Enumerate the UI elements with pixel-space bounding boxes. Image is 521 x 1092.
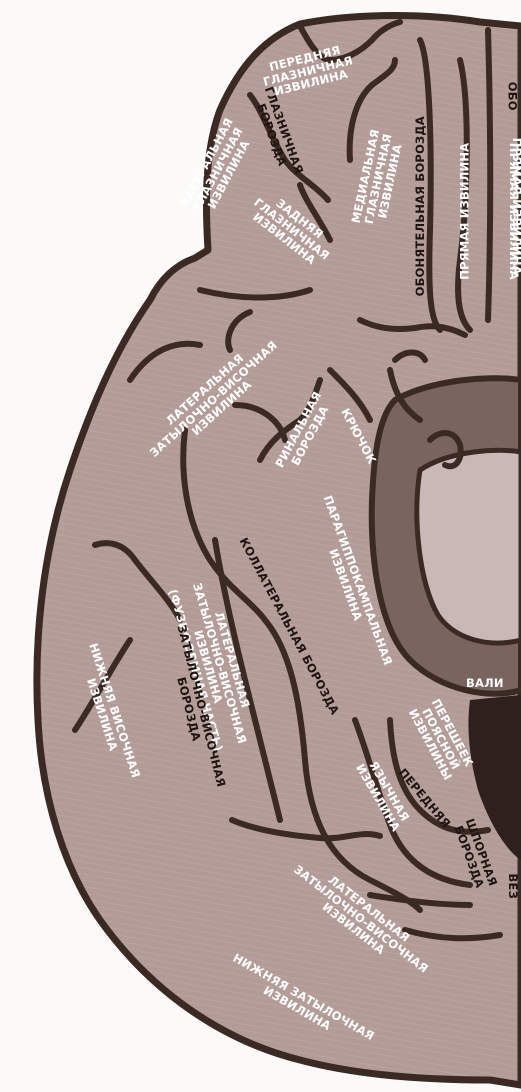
label-straight-gyrus-1: ПРЯМАЯ ИЗВИЛИНА: [458, 143, 471, 280]
label-top-right-cut: ОБО: [506, 82, 519, 111]
label-line: ОБО: [506, 82, 519, 111]
label-line: ВАЛИ: [466, 677, 504, 690]
label-line: ВЕЗ: [506, 874, 519, 899]
label-right-edge-cut: ПРЯМАЯ ИЗВИЛИНА: [510, 138, 521, 275]
label-line: ПРЯМАЯ ИЗВИЛИНА: [458, 143, 471, 280]
label-line: ПРЯМАЯ ИЗВИЛИНА: [510, 138, 521, 275]
label-line: ОБОНЯТЕЛЬНАЯ БОРОЗДА: [414, 116, 427, 296]
label-olfactory-sulcus: ОБОНЯТЕЛЬНАЯ БОРОЗДА: [414, 116, 427, 296]
label-splenium-cut: ВАЛИ: [466, 677, 504, 690]
label-bottom-right-cut: ВЕЗ: [506, 874, 519, 899]
